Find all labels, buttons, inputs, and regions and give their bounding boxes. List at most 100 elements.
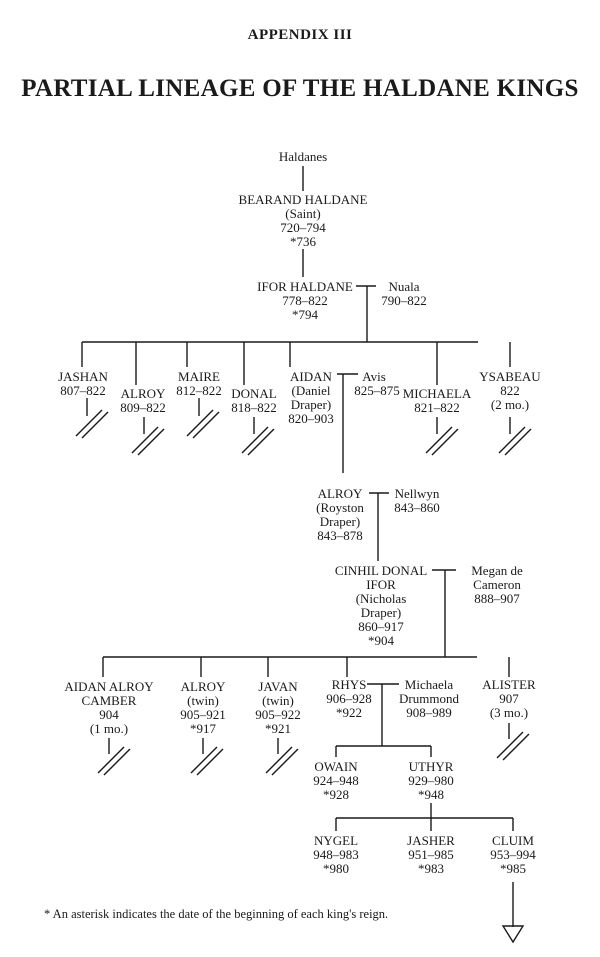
person-name: ALROY xyxy=(120,386,166,401)
person-name: AIDAN ALROY xyxy=(64,679,154,694)
person-note: (Saint) xyxy=(285,206,321,221)
person-alroy-twin: ALROY (twin) 905–921 *917 xyxy=(180,680,226,736)
person-dates: 888–907 xyxy=(474,591,520,606)
person-name: MICHAELA xyxy=(402,386,472,401)
person-dates: 812–822 xyxy=(176,383,222,398)
person-name: UTHYR xyxy=(408,759,454,774)
person-jasher: JASHER 951–985 *983 xyxy=(407,834,455,876)
person-name: BEARAND HALDANE xyxy=(238,192,368,207)
line-ended-icon-alroy-twin xyxy=(190,738,224,776)
person-rhys: RHYS 906–928 *922 xyxy=(326,678,372,720)
person-note: (twin) xyxy=(187,693,219,708)
person-dates: 951–985 xyxy=(408,847,454,862)
person-dates: 807–822 xyxy=(60,383,106,398)
person-note: Draper) xyxy=(360,605,402,620)
person-dates: 778–822 xyxy=(282,293,328,308)
person-name: DONAL xyxy=(231,386,277,401)
person-dates: 905–921 xyxy=(180,707,226,722)
person-note: (Royston xyxy=(316,500,364,515)
person-dates: 820–903 xyxy=(288,411,334,426)
person-name: CINHIL DONAL xyxy=(334,563,428,578)
person-javan: JAVAN (twin) 905–922 *921 xyxy=(255,680,301,736)
person-maire: MAIRE 812–822 xyxy=(176,370,222,398)
person-donal: DONAL 818–822 xyxy=(231,387,277,415)
person-michaela: MICHAELA 821–822 xyxy=(403,387,472,415)
person-owain: OWAIN 924–948 *928 xyxy=(313,760,359,802)
person-name: RHYS xyxy=(331,677,367,692)
person-dates: 948–983 xyxy=(313,847,359,862)
person-name: JASHER xyxy=(407,833,455,848)
footnote: * An asterisk indicates the date of the … xyxy=(44,907,389,921)
reign-start: *928 xyxy=(323,787,349,802)
person-dates: 843–878 xyxy=(317,528,363,543)
person-note: (3 mo.) xyxy=(489,705,529,720)
person-name: Cameron xyxy=(473,577,521,592)
spouse-megan-de-cameron: Megan de Cameron 888–907 xyxy=(471,564,523,606)
person-name: CLUIM xyxy=(492,833,534,848)
line-ended-icon-aidan-alroy-camber xyxy=(97,738,131,776)
person-ysabeau: YSABEAU 822 (2 mo.) xyxy=(479,370,540,412)
person-alroy: ALROY 809–822 xyxy=(120,387,166,415)
person-alister: ALISTER 907 (3 mo.) xyxy=(482,678,535,720)
person-ifor-haldane: IFOR HALDANE 778–822 *794 xyxy=(257,280,353,322)
person-uthyr: UTHYR 929–980 *948 xyxy=(408,760,454,802)
person-dates: 822 xyxy=(500,383,520,398)
line-ended-icon-donal xyxy=(241,417,275,456)
person-dates: 860–917 xyxy=(358,619,404,634)
line-ended-icon-maire xyxy=(186,398,220,439)
person-dates: 929–980 xyxy=(408,773,454,788)
person-name: CAMBER xyxy=(81,693,137,708)
person-aidan: AIDAN (Daniel Draper) 820–903 xyxy=(288,370,334,426)
line-ended-icon-ysabeau xyxy=(498,417,532,456)
person-name: YSABEAU xyxy=(479,369,541,384)
person-note: (twin) xyxy=(262,693,294,708)
person-note: Draper) xyxy=(290,397,332,412)
person-dates: 809–822 xyxy=(120,400,166,415)
person-dates: 821–822 xyxy=(414,400,460,415)
person-dates: 825–875 xyxy=(354,383,400,398)
person-note: (2 mo.) xyxy=(490,397,530,412)
person-name: AIDAN xyxy=(290,369,332,384)
reign-start: *983 xyxy=(418,861,444,876)
reign-start: *794 xyxy=(291,307,318,322)
person-jashan: JASHAN 807–822 xyxy=(58,370,108,398)
person-nygel: NYGEL 948–983 *980 xyxy=(313,834,359,876)
person-name: ALROY xyxy=(180,679,226,694)
person-name: Avis xyxy=(362,369,386,384)
person-name: Megan de xyxy=(471,563,523,578)
person-dates: 790–822 xyxy=(381,293,427,308)
person-bearand-haldane: BEARAND HALDANE (Saint) 720–794 *736 xyxy=(239,193,368,249)
person-name: IFOR HALDANE xyxy=(257,279,353,294)
reign-start: *985 xyxy=(500,861,526,876)
spouse-avis: Avis 825–875 xyxy=(354,370,400,398)
person-cluim: CLUIM 953–994 *985 xyxy=(490,834,536,876)
person-dates: 908–989 xyxy=(406,705,452,720)
person-name: OWAIN xyxy=(314,759,358,774)
person-name: NYGEL xyxy=(313,833,359,848)
line-ended-icon-jashan xyxy=(75,398,109,439)
person-note: Draper) xyxy=(319,514,361,529)
reign-start: *948 xyxy=(418,787,444,802)
person-dates: 904 xyxy=(99,707,119,722)
person-dates: 720–794 xyxy=(280,220,326,235)
spouse-michaela-drummond: Michaela Drummond 908–989 xyxy=(399,678,459,720)
person-note: (Nicholas xyxy=(355,591,407,606)
spouse-nellwyn: Nellwyn 843–860 xyxy=(394,487,440,515)
line-ended-icon-michaela xyxy=(425,417,459,456)
reign-start: *917 xyxy=(190,721,216,736)
reign-start: *921 xyxy=(265,721,291,736)
person-cinhil: CINHIL DONAL IFOR (Nicholas Draper) 860–… xyxy=(335,564,427,648)
reign-start: *980 xyxy=(323,861,349,876)
person-name: Nuala xyxy=(388,279,420,294)
person-name: JASHAN xyxy=(58,369,108,384)
spouse-nuala: Nuala 790–822 xyxy=(381,280,427,308)
appendix-label: APPENDIX III xyxy=(247,27,353,43)
person-name: Drummond xyxy=(399,691,459,706)
person-note: (Daniel xyxy=(291,383,331,398)
line-ended-icon-alroy xyxy=(131,417,165,456)
person-dates: 906–928 xyxy=(326,691,372,706)
person-aidan-alroy-camber: AIDAN ALROY CAMBER 904 (1 mo.) xyxy=(64,680,153,736)
person-name: JAVAN xyxy=(258,679,298,694)
reign-start: *736 xyxy=(289,234,316,249)
